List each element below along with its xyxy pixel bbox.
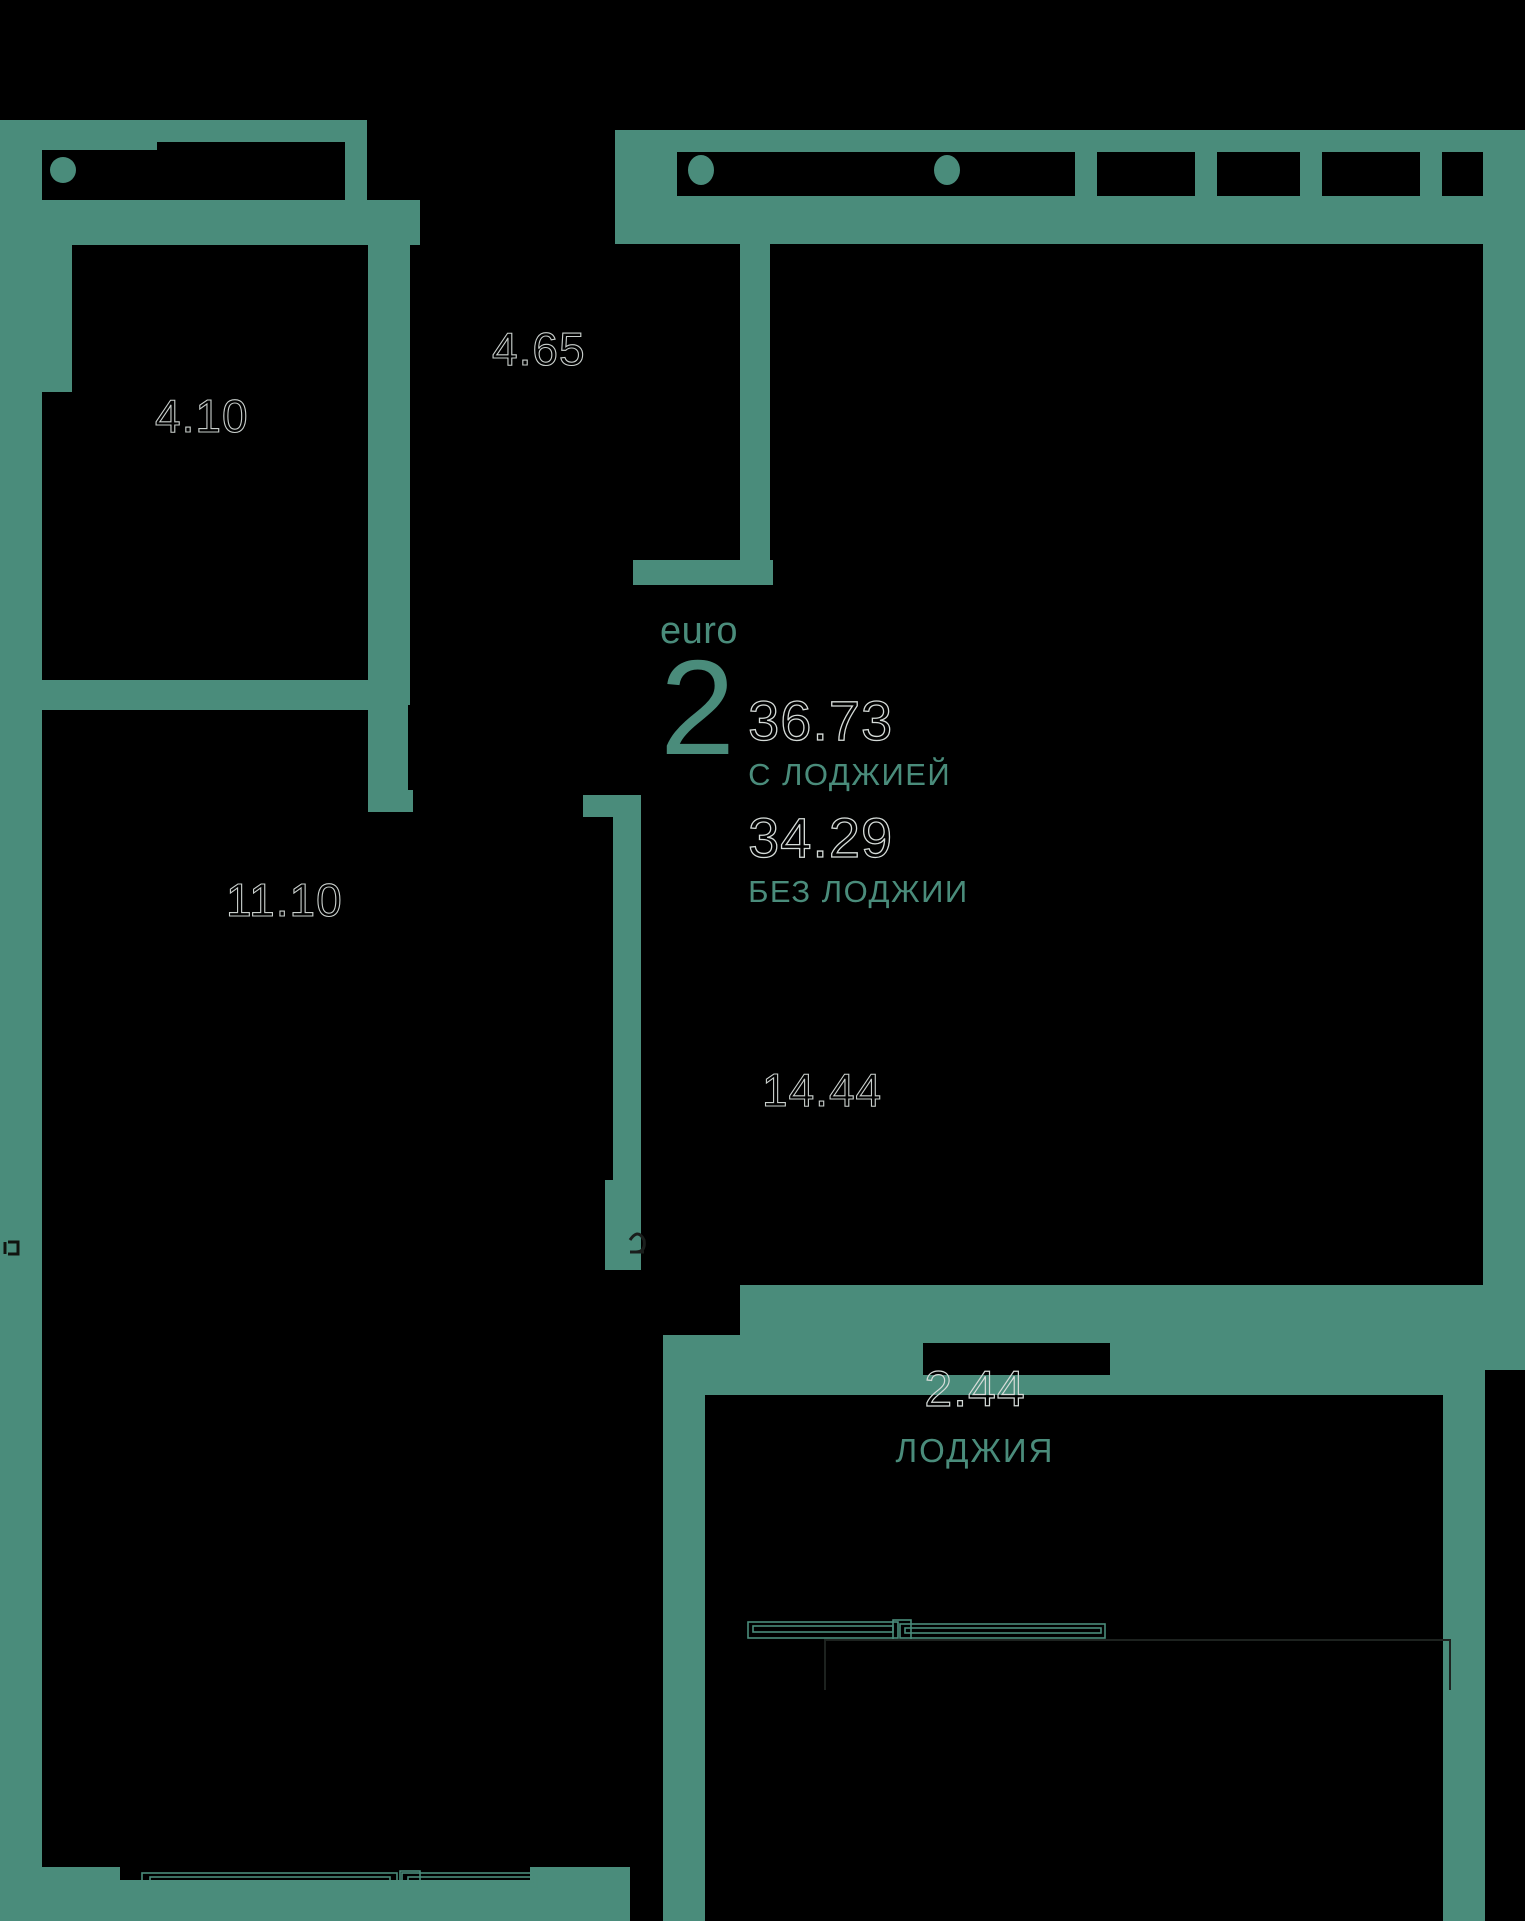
area-with-loggia-value: 36.73	[747, 688, 894, 752]
loggia-area-value: 2.44	[924, 1360, 1026, 1417]
column-marker-3	[934, 155, 960, 185]
loggia-label-block: 2.44 ЛОДЖИЯ	[860, 1360, 1090, 1470]
apartment-summary: euro 2 36.73 С ЛОДЖИЕЙ 34.29 БЕЗ ЛОДЖИИ	[660, 610, 969, 922]
window-sash-bl-1	[141, 1872, 398, 1888]
window-sash-bc-2	[899, 1623, 1106, 1639]
area-without-loggia-value: 34.29	[747, 805, 894, 869]
layout-type-label: euro	[660, 610, 739, 652]
loggia-outline	[824, 1639, 1451, 1690]
summary-type: euro 2	[660, 610, 739, 783]
window-sash-bc-1	[747, 1621, 899, 1639]
door-handle-icon	[628, 1232, 646, 1254]
rooms-count-label: 2	[660, 632, 736, 783]
summary-areas: 36.73 С ЛОДЖИЕЙ 34.29 БЕЗ ЛОДЖИИ	[747, 688, 969, 922]
window-sash-bl-2	[401, 1872, 538, 1888]
column-markers	[50, 155, 960, 185]
column-marker-2	[688, 155, 714, 185]
loggia-caption: ЛОДЖИЯ	[895, 1432, 1055, 1469]
door-swing-icon-left	[3, 1240, 20, 1256]
window-glazing	[141, 1619, 1106, 1890]
column-marker-1	[50, 157, 76, 183]
area-without-loggia-caption: БЕЗ ЛОДЖИИ	[748, 874, 969, 909]
area-with-loggia-caption: С ЛОДЖИЕЙ	[748, 757, 952, 792]
exterior-walls	[0, 120, 1525, 1921]
